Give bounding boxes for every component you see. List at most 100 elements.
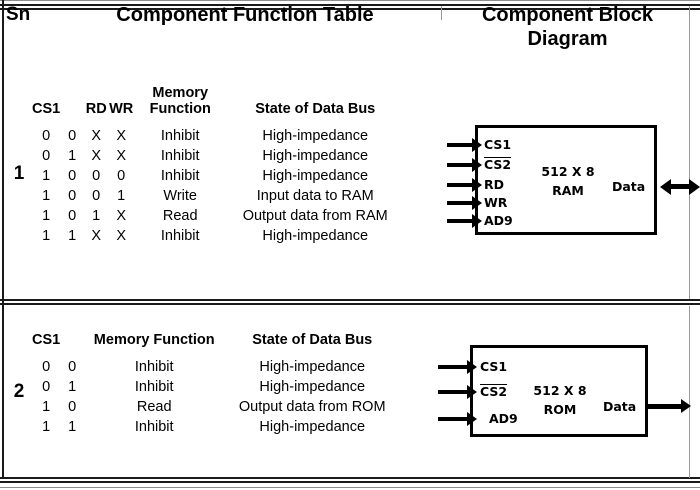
- col-header-state-of-data-bus: State of Data Bus: [252, 332, 373, 348]
- cell-cs2: 1: [68, 227, 77, 244]
- cell-state-of-data-bus: High-impedance: [262, 127, 369, 144]
- cell-cs2: 1: [68, 147, 77, 164]
- col-header-cs1: CS1: [32, 100, 61, 117]
- ram-pin-label-cs2: CS2: [484, 157, 512, 172]
- cell-memory-function: Inhibit: [160, 147, 200, 164]
- row-serial-1: 1: [13, 163, 25, 184]
- table-row: 1 0 Read Output data from ROM: [32, 397, 400, 417]
- cell-state-of-data-bus: High-impedance: [259, 378, 366, 395]
- cell-cs2: 0: [68, 358, 77, 375]
- cell-cs1: 1: [42, 207, 51, 224]
- table-row: 0 0 Inhibit High-impedance: [32, 357, 400, 377]
- col-header-cs2: [60, 333, 84, 357]
- cell-rd: X: [91, 147, 102, 164]
- cell-cs2: 0: [68, 398, 77, 415]
- cell-state-of-data-bus: Output data from RAM: [242, 207, 388, 224]
- cell-memory-function: Inhibit: [160, 227, 200, 244]
- ram-block-caption: 512 X 8 RAM: [541, 164, 595, 198]
- cell-wr: X: [116, 227, 127, 244]
- rom-pin-label-ad9: AD9: [489, 411, 518, 426]
- cell-state-of-data-bus: High-impedance: [262, 147, 369, 164]
- table-header-row: CS1 Memory Function State of Data Bus: [32, 332, 400, 357]
- frame-right-rule-upper: [689, 6, 690, 299]
- cell-state-of-data-bus: Input data to RAM: [256, 187, 374, 204]
- frame-left-rule: [2, 0, 4, 477]
- col-header-memory-function: Memory Function: [149, 85, 211, 117]
- table-row: 0 1 Inhibit High-impedance: [32, 377, 400, 397]
- table-row: 1 1 Inhibit High-impedance: [32, 417, 400, 437]
- ram-input-arrow-ad9: [447, 214, 482, 228]
- cell-memory-function: Write: [163, 187, 197, 204]
- cell-state-of-data-bus: High-impedance: [262, 167, 369, 184]
- col-header-cs1: CS1: [32, 332, 61, 348]
- ram-input-arrow-cs2: [447, 158, 482, 172]
- function-table-header: Component Function Table: [116, 4, 374, 26]
- cell-cs1: 1: [42, 167, 51, 184]
- cell-cs2: 0: [68, 207, 77, 224]
- rom-function-table: CS1 Memory Function State of Data Bus 0 …: [32, 332, 400, 437]
- ram-data-bus-arrow: [660, 178, 700, 195]
- cell-rd: 1: [92, 207, 101, 224]
- cell-cs1: 1: [42, 418, 51, 435]
- cell-state-of-data-bus: High-impedance: [259, 358, 366, 375]
- cell-cs1: 0: [42, 378, 51, 395]
- table-row: 1 0 1 X Read Output data from RAM: [32, 206, 404, 226]
- cell-memory-function: Inhibit: [134, 418, 174, 435]
- frame-top-double-rule: [0, 4, 700, 10]
- rom-input-arrow-cs2: [438, 385, 477, 399]
- frame-right-rule-lower: [689, 306, 690, 478]
- cell-wr: X: [116, 127, 127, 144]
- cell-wr: X: [116, 207, 127, 224]
- table-row: 0 1 X X Inhibit High-impedance: [32, 146, 404, 166]
- cell-state-of-data-bus: High-impedance: [259, 418, 366, 435]
- cell-wr: 0: [117, 167, 126, 184]
- cell-cs1: 0: [42, 358, 51, 375]
- cell-memory-function: Inhibit: [160, 127, 200, 144]
- ram-function-table: CS1 RD WR Memory Function State of Data …: [32, 85, 404, 246]
- ram-pin-label-cs1: CS1: [484, 137, 512, 152]
- ram-pin-label-ad9: AD9: [484, 213, 513, 228]
- col-header-cs2: [60, 86, 84, 126]
- cell-cs1: 1: [42, 187, 51, 204]
- cell-cs1: 1: [42, 227, 51, 244]
- table-row: 1 0 0 0 Inhibit High-impedance: [32, 166, 404, 186]
- cell-state-of-data-bus: High-impedance: [262, 227, 369, 244]
- rom-block-caption: 512 X 8 ROM: [533, 383, 587, 417]
- header-column-tick: [441, 6, 442, 20]
- table-row: 0 0 X X Inhibit High-impedance: [32, 126, 404, 146]
- rom-pin-label-cs2: CS2: [480, 384, 508, 399]
- cell-cs2: 0: [68, 187, 77, 204]
- cell-memory-function: Read: [136, 398, 172, 415]
- ram-data-label: Data: [612, 179, 646, 194]
- ram-pin-label-wr: WR: [484, 195, 508, 210]
- cell-cs1: 1: [42, 398, 51, 415]
- block-diagram-header: Component Block Diagram: [481, 4, 654, 50]
- rom-input-arrow-cs1: [438, 360, 477, 374]
- cell-wr: 1: [117, 187, 126, 204]
- col-header-rd: RD: [85, 100, 107, 117]
- cell-state-of-data-bus: Output data from ROM: [238, 398, 386, 415]
- cell-memory-function: Inhibit: [134, 358, 174, 375]
- cell-cs2: 0: [68, 127, 77, 144]
- cell-cs2: 0: [68, 167, 77, 184]
- cell-rd: X: [91, 127, 102, 144]
- cell-cs1: 0: [42, 127, 51, 144]
- cell-memory-function: Inhibit: [160, 167, 200, 184]
- sn-column-header: Sn: [6, 4, 31, 25]
- frame-bottom-rule: [0, 487, 700, 488]
- cell-rd: 0: [92, 167, 101, 184]
- frame-top-rule: [0, 0, 700, 1]
- cell-memory-function: Read: [162, 207, 198, 224]
- rom-data-bus-arrow: [648, 399, 691, 413]
- cell-rd: X: [91, 227, 102, 244]
- cell-wr: X: [116, 147, 127, 164]
- table-header-row: CS1 RD WR Memory Function State of Data …: [32, 85, 404, 126]
- frame-bottom-double-rule: [0, 477, 700, 483]
- col-header-wr: WR: [109, 100, 134, 117]
- col-header-state-of-data-bus: State of Data Bus: [255, 100, 376, 117]
- ram-pin-label-rd: RD: [484, 177, 505, 192]
- cell-cs2: 1: [68, 418, 77, 435]
- ram-input-arrow-rd: [447, 178, 482, 192]
- cell-cs1: 0: [42, 147, 51, 164]
